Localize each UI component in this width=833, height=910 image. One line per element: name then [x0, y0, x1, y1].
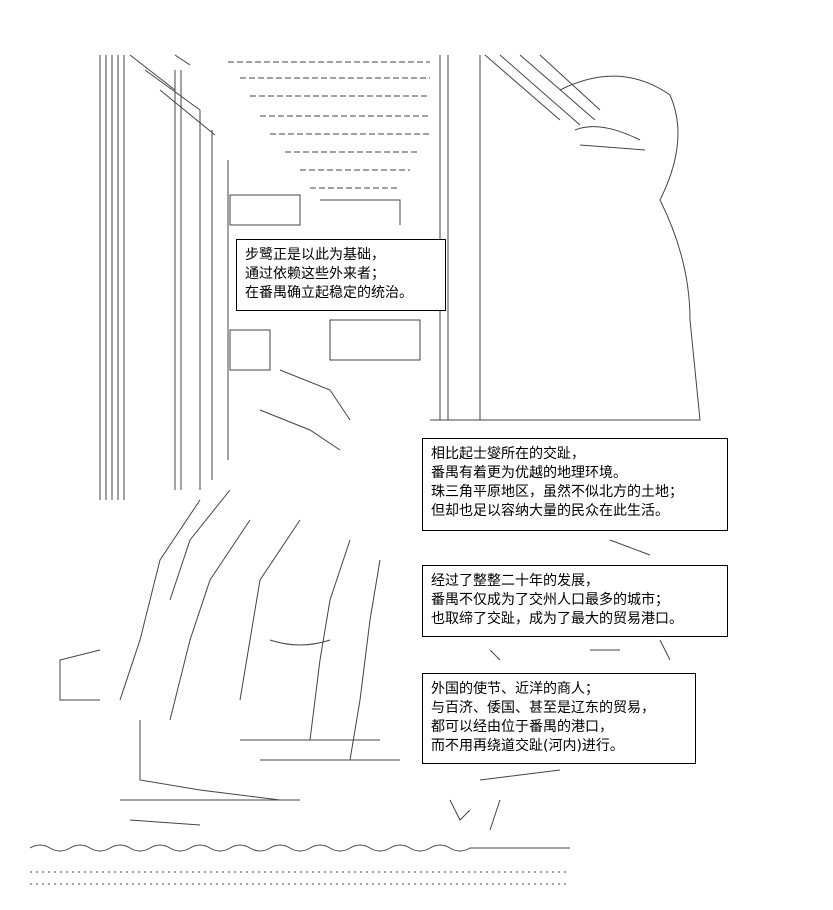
caption-2-line-2: 番禺有着更为优越的地理环境。	[431, 465, 627, 481]
caption-box-1: 步鹭正是以此为基础， 通过依赖这些外来者； 在番禺确立起稳定的统治。	[236, 239, 446, 311]
caption-box-3: 经过了整整二十年的发展， 番禺不仅成为了交州人口最多的城市； 也取缔了交趾，成为…	[422, 565, 728, 637]
caption-4-line-1: 外国的使节、近洋的商人；	[431, 681, 599, 697]
caption-box-4: 外国的使节、近洋的商人； 与百济、倭国、甚至是辽东的贸易， 都可以经由位于番禺的…	[422, 673, 696, 764]
caption-3-line-2: 番禺不仅成为了交州人口最多的城市；	[431, 592, 669, 608]
caption-2-line-1: 相比起士燮所在的交趾，	[431, 446, 585, 462]
caption-4-line-3: 都可以经由位于番禺的港口，	[431, 719, 613, 735]
caption-4-line-4: 而不用再绕道交趾(河内)进行。	[431, 738, 624, 754]
caption-1-line-2: 通过依赖这些外来者；	[245, 266, 385, 282]
caption-box-2: 相比起士燮所在的交趾， 番禺有着更为优越的地理环境。 珠三角平原地区，虽然不似北…	[422, 438, 728, 531]
caption-1-line-1: 步鹭正是以此为基础，	[245, 247, 385, 263]
caption-3-line-1: 经过了整整二十年的发展，	[431, 573, 599, 589]
caption-1-line-3: 在番禺确立起稳定的统治。	[245, 285, 413, 301]
caption-3-line-3: 也取缔了交趾，成为了最大的贸易港口。	[431, 611, 683, 627]
caption-2-line-3: 珠三角平原地区，虽然不似北方的土地；	[431, 484, 683, 500]
caption-2-line-4: 但却也足以容纳大量的民众在此生活。	[431, 503, 669, 519]
caption-4-line-2: 与百济、倭国、甚至是辽东的贸易，	[431, 700, 655, 716]
